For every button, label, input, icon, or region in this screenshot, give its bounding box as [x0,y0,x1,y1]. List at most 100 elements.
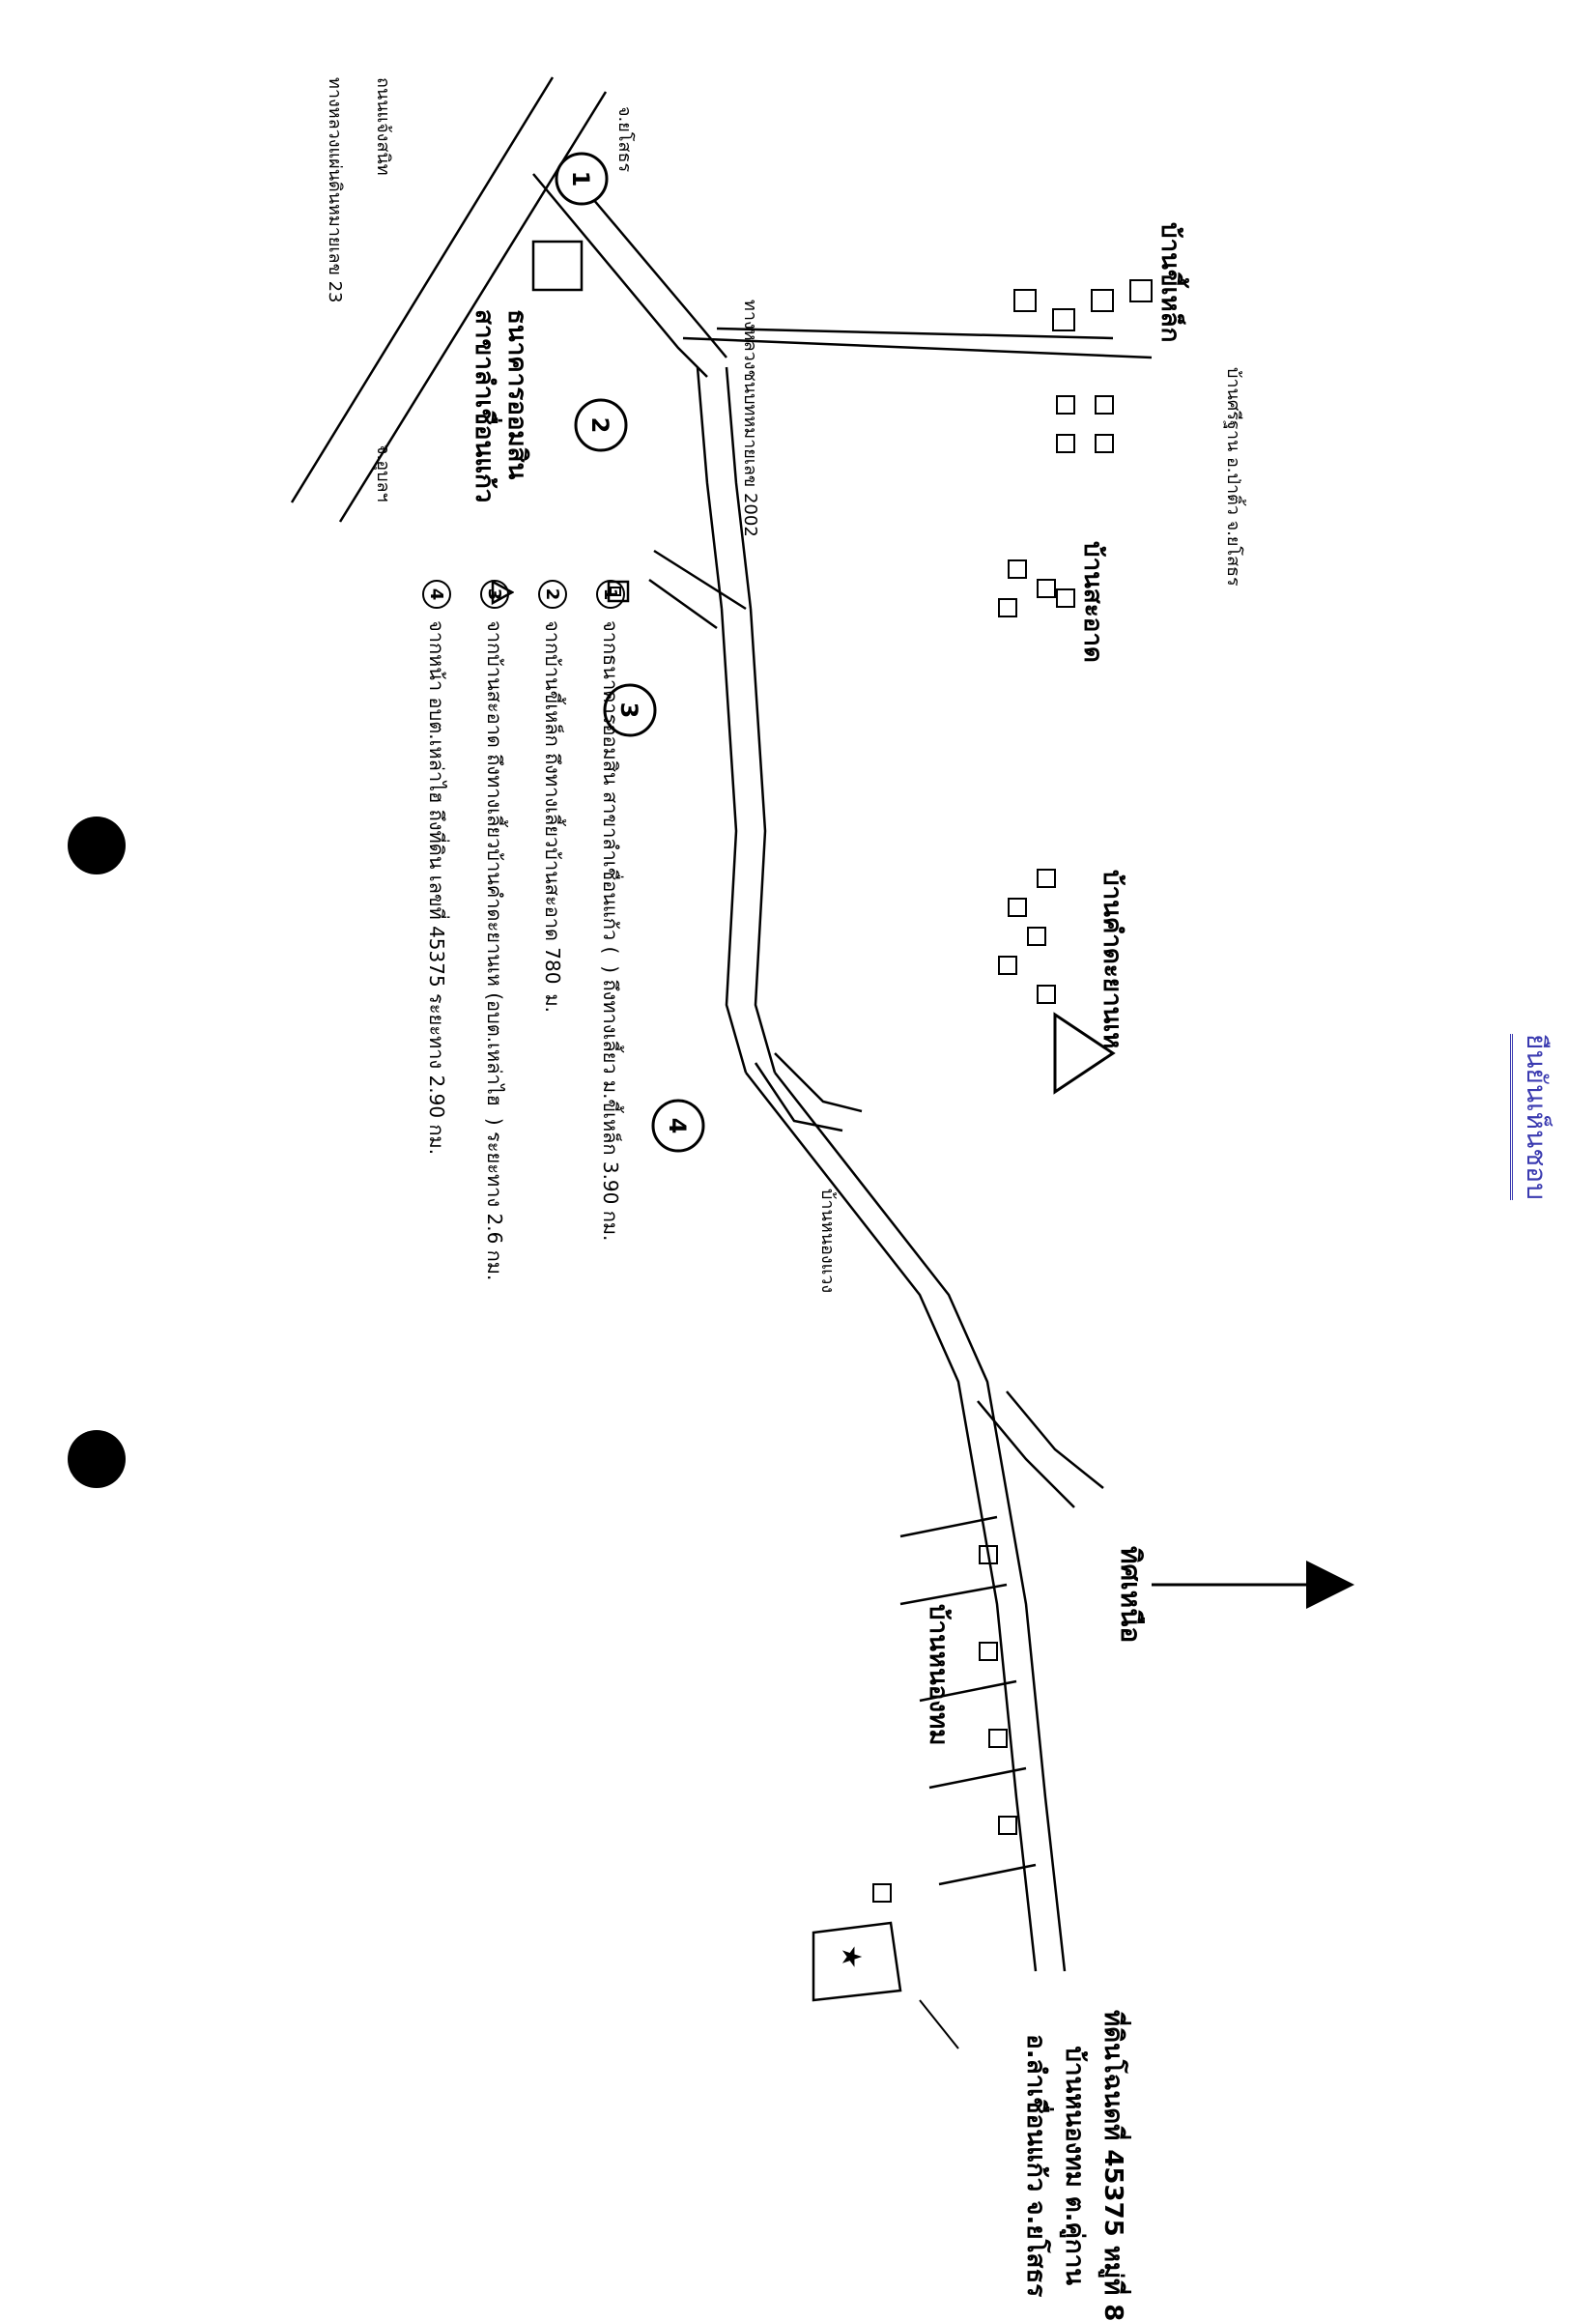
legend-row-2: 2 จากบ้านขี้เหล็ก ถึงทางเลี้ยวบ้านสะอาด … [533,580,572,1013]
parcel-label: ที่ดินโฉนดที่ 45375 หมู่ที่ 8 บ้านหนองทม… [1016,2010,1132,2321]
route-road-edge [571,173,727,358]
place-ban-khwao: บ้านคำดะยานเห [1097,870,1126,1049]
marker-3 [603,683,657,737]
crossroad-chianglek-edge [682,336,1153,359]
rotated-map: ★ [290,76,1557,2321]
legend-number-4: 4 [422,580,451,609]
house [872,1883,892,1903]
house [1091,289,1114,312]
house [1095,434,1114,453]
side-road-nongwaeng [754,1062,843,1132]
village-lane-b [899,1583,1008,1606]
branch-road [977,1400,1075,1508]
legend-text-3a: จากบ้านสะอาด ถึงทางเลี้ยวบ้านคำดะยานเห (… [483,620,506,1106]
route-road-3-edge [749,608,777,1074]
legend-text-1a: จากธนาคารออมสิน สาขาลำเชื่อนแก้ว ( [599,620,622,955]
branch-road-edge [1006,1390,1104,1489]
legend-row-3: 3 จากบ้านสะอาด ถึงทางเลี้ยวบ้านคำดะยานเห… [475,580,514,1280]
parcel-outline [812,1921,902,2002]
marker-4-label: 4 [664,1118,691,1134]
highway-23-road [290,76,555,503]
legend-text-4a: จากหน้า อบต.เหล่าไฮ ถึงที่ดิน เลขที่ 453… [425,620,448,1156]
house [1056,588,1075,608]
house [998,1816,1017,1835]
place-ban-nong-thom: บ้านหนองทม [924,1604,953,1746]
marker-2-label: 2 [586,417,613,434]
north-label: ทิศเหนือ [1115,1546,1147,1644]
legend: 1 จากธนาคารออมสิน สาขาลำเชื่อนแก้ว ( ) ถ… [379,580,630,1449]
house [1008,898,1027,917]
parcel-line3: อ.ลำเชื่อนแก้ว จ.ยโสธร [1021,2034,1050,2298]
house [1037,579,1056,598]
village-lane-e [938,1863,1037,1886]
bank-office-label: ธนาคารออมสิน สาขาลำเชื่อนแก้ว [468,309,533,502]
house [1013,289,1037,312]
direction-to-ubon: จ.อุบลฯ [373,444,393,502]
village-lane-a [899,1515,998,1538]
route-road-2-edge [725,366,753,610]
route-road [532,173,708,378]
bank-office-line2: สาขาลำเชื่อนแก้ว [470,309,499,503]
legend-number-2: 2 [538,580,567,609]
marker-1 [555,152,609,206]
house [998,956,1017,975]
parcel-line2: บ้านหนองทม ต.คู่กาน [1060,2046,1089,2286]
side-road-nongwaeng-edge [774,1052,863,1113]
side-road-sa-at [648,578,718,630]
house [1129,279,1153,302]
house [1037,985,1056,1004]
house [998,598,1017,617]
north-arrow-head [1306,1561,1354,1609]
route-map: ★ [290,76,1354,2049]
legend-text-2b: ม. [541,993,564,1014]
route-road-4 [745,1072,1038,1972]
legend-text-3b: ) ระยะทาง 2.6 กม. [483,1117,506,1281]
bank-office-line1: ธนาคารออมสิน [502,309,531,480]
place-ban-sa-at: บ้านสะอาด [1078,541,1107,663]
legend-text-2a: จากบ้านขี้เหล็ก ถึงทางเลี้ยวบ้านสะอาด 78… [541,620,564,985]
legend-text-1b: ) ถึงทางเลี้ยว ม.ขี้เหล็ก 3.90 กม. [599,965,622,1242]
parcel-line1: ที่ดินโฉนดที่ 45375 หมู่ที่ 8 [1098,2010,1127,2321]
marker-1-label: 1 [567,171,594,187]
handwritten-note: ยืนยันเห็นชอบ [1510,1034,1557,1200]
house [988,1729,1008,1748]
bank-square [531,240,584,292]
house [979,1545,998,1564]
place-ban-chiang-lek: บ้านขี้เหล็ก [1155,222,1184,343]
punch-hole-top [68,817,126,874]
sao-office-triangle [1053,1012,1116,1095]
house [1008,559,1027,579]
marker-4 [651,1099,705,1153]
house [979,1642,998,1661]
place-ban-nong-waeng: บ้านหนองแวง [817,1189,838,1294]
direction-to-yasothon: จ.ยโสธร [614,106,635,173]
parcel-star: ★ [836,1944,868,1968]
crossroad-chianglek [716,327,1114,340]
road-label-street: ถนนแจ้งสนิท [373,77,393,176]
marker-2 [574,398,628,452]
route-road-3 [720,608,748,1074]
punch-hole-bottom [68,1430,126,1488]
map-sheet: ★ [68,76,1557,2321]
marker-3-label: 3 [615,702,642,719]
side-road-sa-at-edge [653,549,747,611]
road-label-hwy-2002: ทางหลวงชนบทหมายเลข 2002 [740,300,760,537]
house [1095,395,1114,415]
house [1056,395,1075,415]
route-markers [555,152,705,1153]
house [1037,869,1056,888]
village-lane-d [928,1766,1027,1790]
road-lines [290,76,1306,1972]
legend-row-4: 4 จากหน้า อบต.เหล่าไฮ ถึงที่ดิน เลขที่ 4… [417,580,456,1155]
house [1052,308,1075,331]
village-lane-c [919,1679,1017,1703]
houses [872,279,1153,1903]
legend-row-1: 1 จากธนาคารออมสิน สาขาลำเชื่อนแก้ว ( ) ถ… [591,580,630,1241]
route-road-4-edge [774,1072,1067,1972]
place-ban-si-than: บ้านศรีฐาน อ.ป่าติ้ว จ.ยโสธร [1223,367,1243,587]
house [1056,434,1075,453]
parcel-pointer [919,1999,959,2049]
road-label-hwy-23: ทางหลวงแผ่นดินหมายเลข 23 [325,77,345,303]
route-road-2 [696,366,724,610]
house [1027,927,1046,946]
